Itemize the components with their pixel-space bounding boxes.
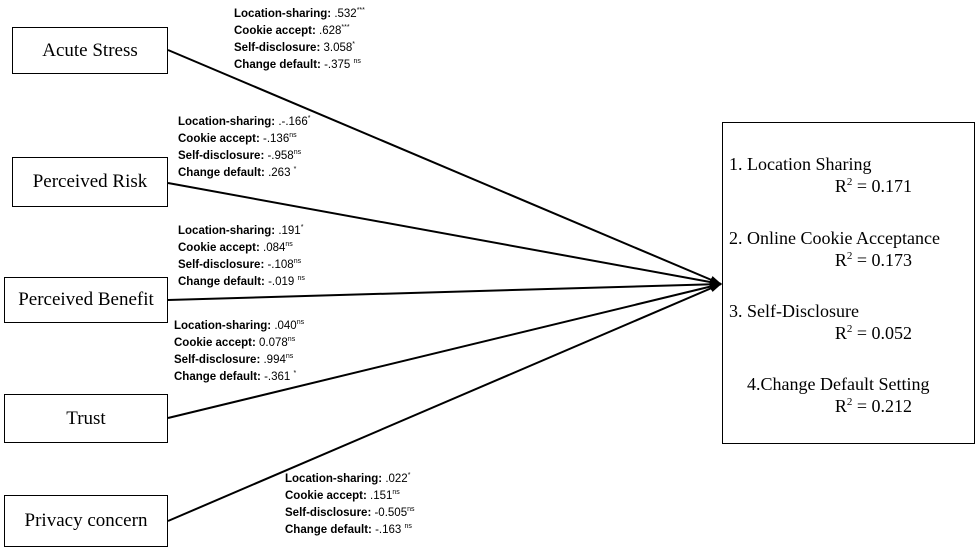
coefficient-line: Change default: .263 * <box>178 166 297 179</box>
predictor-label: Perceived Benefit <box>18 289 154 310</box>
outcome-name: 2. Online Cookie Acceptance <box>729 228 940 248</box>
path-arrow-trust <box>167 282 722 419</box>
coefficient-line: Self-disclosure: .994ns <box>174 353 294 366</box>
outcome-cookie-acceptance: 2. Online Cookie Acceptance R2 = 0.173 <box>729 227 974 271</box>
predictor-box-perceived-benefit: Perceived Benefit <box>4 277 168 323</box>
predictor-box-privacy-concern: Privacy concern <box>4 495 168 547</box>
outcome-location-sharing: 1. Location Sharing R2 = 0.171 <box>729 153 974 197</box>
coefficient-line: Self-disclosure: -0.505ns <box>285 506 415 519</box>
coefficient-line: Change default: -.375 ns <box>234 58 361 71</box>
coefficient-line: Location-sharing: .191* <box>178 224 304 237</box>
r-squared: R2 = 0.173 <box>834 250 912 270</box>
coefficients-privacy-concern: Location-sharing: .022* Cookie accept: .… <box>285 471 415 539</box>
coefficient-line: Change default: -.361 * <box>174 370 297 383</box>
coefficient-line: Cookie accept: .628*** <box>234 24 350 37</box>
coefficient-line: Self-disclosure: -.108ns <box>178 258 302 271</box>
outcome-name: 1. Location Sharing <box>729 154 872 174</box>
coefficient-line: Cookie accept: .084ns <box>178 241 293 254</box>
predictor-label: Trust <box>66 407 106 429</box>
coefficient-line: Location-sharing: .040ns <box>174 319 305 332</box>
path-arrow-acute-stress <box>167 49 722 285</box>
outcome-change-default: 4.Change Default Setting R2 = 0.212 <box>747 373 979 417</box>
r-squared: R2 = 0.052 <box>834 323 912 343</box>
path-arrow-privacy-concern <box>167 283 722 522</box>
outcome-name: 3. Self-Disclosure <box>729 301 859 321</box>
path-arrow-perceived-benefit <box>167 280 722 301</box>
predictor-label: Perceived Risk <box>32 171 148 192</box>
coefficients-acute-stress: Location-sharing: .532*** Cookie accept:… <box>234 6 365 74</box>
outcome-name: 4.Change Default Setting <box>747 374 930 394</box>
predictor-box-trust: Trust <box>4 394 168 443</box>
coefficients-trust: Location-sharing: .040ns Cookie accept: … <box>174 318 304 386</box>
outcome-self-disclosure: 3. Self-Disclosure R2 = 0.052 <box>729 300 974 344</box>
coefficient-line: Change default: -.163 ns <box>285 523 412 536</box>
coefficient-line: Self-disclosure: -.958ns <box>178 149 302 162</box>
coefficient-line: Change default: -.019 ns <box>178 275 305 288</box>
coefficient-line: Location-sharing: .022* <box>285 472 411 485</box>
coefficients-perceived-risk: Location-sharing: .-.166* Cookie accept:… <box>178 114 310 182</box>
coefficient-line: Location-sharing: .532*** <box>234 7 365 20</box>
coefficient-line: Cookie accept: 0.078ns <box>174 336 296 349</box>
coefficient-line: Cookie accept: -.136ns <box>178 132 297 145</box>
coefficient-line: Location-sharing: .-.166* <box>178 115 311 128</box>
path-arrow-perceived-risk <box>167 182 722 286</box>
r-squared: R2 = 0.171 <box>834 176 912 196</box>
coefficient-line: Cookie accept: .151ns <box>285 489 400 502</box>
outcomes-box: 1. Location Sharing R2 = 0.171 2. Online… <box>722 122 975 444</box>
predictor-label: Privacy concern <box>24 510 148 531</box>
coefficients-perceived-benefit: Location-sharing: .191* Cookie accept: .… <box>178 223 305 291</box>
coefficient-line: Self-disclosure: 3.058* <box>234 41 355 54</box>
predictor-box-perceived-risk: Perceived Risk <box>12 157 168 207</box>
predictor-label: Acute Stress <box>42 39 138 61</box>
predictor-box-acute-stress: Acute Stress <box>12 27 168 74</box>
r-squared: R2 = 0.212 <box>834 396 912 416</box>
